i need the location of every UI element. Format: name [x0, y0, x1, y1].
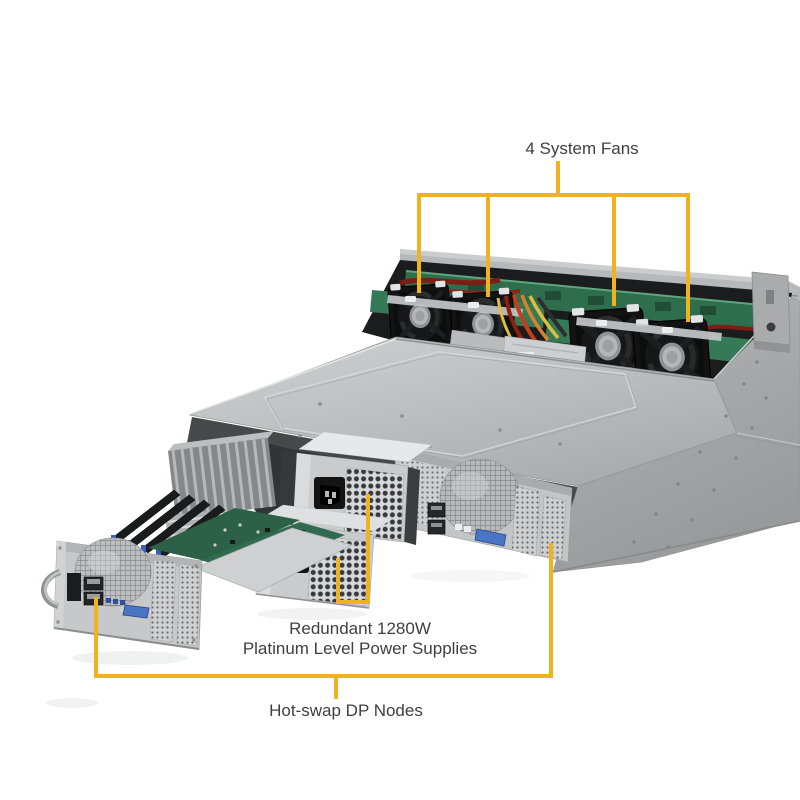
- left-node: [41, 431, 353, 650]
- left-node-usb-ports: [67, 573, 81, 601]
- ground-shadows: [46, 570, 530, 708]
- right-node-emi-mesh-dome: [439, 458, 521, 536]
- nodes-label: Hot-swap DP Nodes: [269, 701, 423, 720]
- fans-callout-pointer-2: [486, 196, 490, 297]
- fan-retention-bars: [387, 295, 722, 341]
- fans-callout-pointer-1: [417, 196, 421, 293]
- nodes-callout-pointer-left: [94, 597, 98, 674]
- psu-callout-pointer-lower: [336, 558, 340, 604]
- nodes-callout-horizontal: [94, 674, 553, 678]
- right-node-lan-ports: [427, 502, 446, 535]
- left-node-led: [120, 600, 125, 605]
- fans-callout-pointer-4: [686, 196, 690, 322]
- fans-callout-stem: [556, 161, 560, 196]
- left-node-rear-io-panel: [41, 537, 203, 650]
- node-tray: [194, 527, 353, 593]
- fans-label: 4 System Fans: [525, 139, 639, 158]
- right-node-led: [464, 526, 471, 532]
- psu-label-line2: Platinum Level Power Supplies: [242, 639, 478, 658]
- psu-callout-horizontal: [336, 600, 370, 604]
- left-node-lan-ports: [83, 576, 104, 606]
- psu-upper-c14-inlet: [314, 477, 345, 509]
- psu-label-line1: Redundant 1280W: [289, 619, 431, 638]
- left-node-led: [106, 598, 111, 603]
- fans-callout-pointer-3: [612, 196, 616, 306]
- nodes-callout-pointer-right: [549, 543, 553, 674]
- psu-callout-pointer-upper: [366, 494, 370, 604]
- right-node-slot-grilles: [511, 485, 567, 561]
- right-node-led: [455, 524, 462, 530]
- fans-callout-horizontal: [417, 193, 690, 197]
- psu-label: Redundant 1280W Platinum Level Power Sup…: [210, 619, 510, 659]
- nodes-callout-stem: [334, 678, 338, 699]
- rack-mount-ear: [751, 271, 791, 353]
- cpu-heatsink: [168, 431, 276, 519]
- left-node-vga-port: [122, 604, 150, 619]
- right-node-rear-panel: [391, 447, 573, 563]
- left-node-led: [113, 599, 118, 604]
- left-node-slot-grilles: [149, 559, 201, 647]
- chassis-lid: [188, 336, 738, 487]
- right-node-vga-port: [474, 528, 507, 547]
